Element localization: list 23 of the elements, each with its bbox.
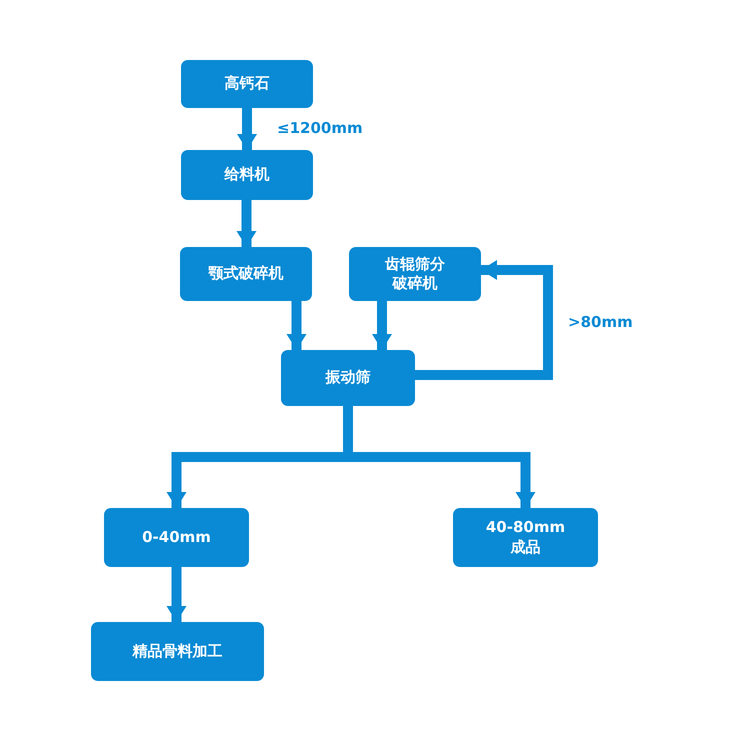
box-label: 高钙石 [224,74,270,94]
process-box [180,247,312,301]
box-label: 振动筛 [326,368,370,388]
arrow [166,567,186,622]
box-label: 齿辊筛分破碎机 [384,254,446,294]
arrow [236,200,256,247]
process-box [181,150,313,200]
box-label: 颚式破碎机 [208,264,284,284]
process-box [281,350,415,406]
box-label: 40-80mm 成品 [486,518,566,557]
box-label: 精品骨料加工 [132,642,222,662]
arrow [372,301,392,350]
arrow [415,260,553,380]
process-box [453,508,598,567]
arrow [237,108,257,150]
arrow [286,301,306,350]
process-box [181,60,313,108]
box-label: 给料机 [224,165,270,185]
box-label: 0-40mm [142,528,211,548]
process-box [349,247,481,301]
edge-label: >80mm [568,312,633,330]
process-box [104,508,249,567]
process-box [91,622,264,681]
